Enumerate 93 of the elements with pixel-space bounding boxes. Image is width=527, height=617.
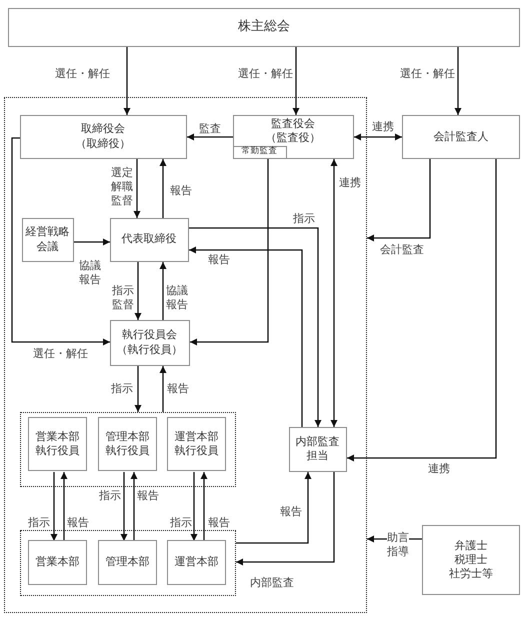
box-label: （執行役員） — [116, 342, 182, 357]
org-box — [110, 218, 188, 262]
org-box — [288, 426, 346, 472]
org-box — [167, 417, 226, 471]
box-label: 弁護士 — [454, 538, 488, 553]
edge-label: 指示監督 — [112, 284, 134, 312]
dotted-group-frame — [20, 530, 236, 596]
arrow — [160, 262, 166, 320]
arrow — [130, 472, 138, 541]
arrow — [330, 159, 338, 427]
arrow — [187, 134, 233, 140]
box-label: 会計監査人 — [434, 130, 488, 144]
arrow — [236, 472, 335, 566]
org-box — [402, 115, 520, 159]
edge-label: 報告 — [280, 505, 302, 519]
edge-label: 内部監査 — [250, 576, 294, 590]
edge-label: 監査 — [199, 122, 221, 136]
org-box — [98, 417, 157, 471]
box-label: 代表取締役 — [122, 232, 176, 247]
arrow — [74, 238, 110, 246]
box-label: 運営本部 — [174, 555, 218, 570]
arrow — [60, 472, 68, 541]
edge-label: 協議報告 — [166, 284, 188, 312]
org-box — [22, 218, 74, 262]
arrow — [367, 159, 431, 242]
org-box — [110, 320, 190, 366]
box-label: 社労士等 — [449, 567, 493, 582]
box-label: 株主総会 — [238, 20, 290, 35]
arrow — [134, 262, 142, 320]
box-label: 営業本部 — [36, 555, 80, 570]
box-label: （取締役） — [76, 136, 130, 151]
arrow — [292, 47, 300, 115]
box-label: 営業本部執行役員 — [34, 430, 80, 458]
box-label: 経営戦略会議 — [24, 225, 70, 254]
edge-label: 指示 — [111, 382, 133, 396]
org-box — [28, 540, 87, 585]
edge-label: 指示 — [99, 489, 121, 503]
org-box — [232, 146, 286, 158]
edge-label: 指示 — [170, 516, 192, 530]
box-label: 管理本部執行役員 — [104, 430, 150, 458]
box-label: 執行役員会 — [122, 328, 177, 342]
edge-label: 会計監査 — [380, 243, 424, 257]
arrow — [124, 47, 130, 115]
edge-label: 報告 — [167, 382, 189, 396]
box-label: 内部監査担当 — [294, 434, 340, 464]
arrow — [134, 366, 142, 412]
org-box — [167, 540, 226, 585]
arrow — [50, 472, 58, 541]
edge-label: 報告 — [170, 184, 192, 198]
arrow — [189, 246, 303, 427]
arrow — [11, 137, 110, 346]
box-label: 税理士 — [454, 552, 488, 568]
arrow — [160, 366, 166, 412]
edge-label: 選任・解任 — [55, 67, 110, 81]
edge-label: 選任・解任 — [238, 67, 293, 81]
edge-label: 連携 — [339, 176, 361, 190]
arrow — [354, 134, 402, 140]
edge-label: 報告 — [208, 253, 230, 267]
org-box — [20, 114, 186, 158]
box-label: 運営本部執行役員 — [173, 430, 220, 458]
arrow — [189, 227, 322, 427]
edge-label: 選定解職監督 — [111, 166, 133, 208]
arrow — [120, 472, 128, 541]
edge-label: 協議報告 — [79, 259, 101, 286]
arrow — [347, 159, 497, 462]
edge-label: 報告 — [208, 516, 230, 530]
dotted-group-frame — [20, 412, 236, 486]
edge-label: 選任・解任 — [33, 347, 88, 361]
arrow — [200, 472, 208, 541]
box-label: 常勤監査 — [242, 147, 278, 157]
box-label: 監査役会 — [271, 116, 315, 131]
arrow — [160, 159, 166, 218]
edge-label: 指示 — [28, 516, 50, 530]
org-box — [8, 8, 520, 47]
box-label: （監査役） — [266, 130, 320, 146]
edge-label: 連携 — [372, 120, 394, 134]
box-label: 管理本部 — [106, 555, 150, 570]
arrow — [190, 159, 269, 346]
edge-label: 助言指導 — [387, 531, 409, 558]
edge-label: 報告 — [67, 516, 89, 530]
edge-label: 選任・解任 — [400, 67, 455, 81]
edge-label: 報告 — [137, 489, 159, 503]
arrow — [134, 159, 140, 218]
edge-label: 指示 — [293, 212, 315, 226]
org-box — [28, 417, 87, 471]
org-box — [422, 525, 520, 595]
arrow — [236, 472, 312, 544]
arrow — [454, 47, 462, 115]
org-box — [232, 114, 354, 158]
box-label: 取締役会 — [81, 122, 125, 136]
org-box — [98, 540, 157, 585]
edge-label: 連携 — [428, 462, 450, 476]
arrow — [190, 472, 198, 541]
